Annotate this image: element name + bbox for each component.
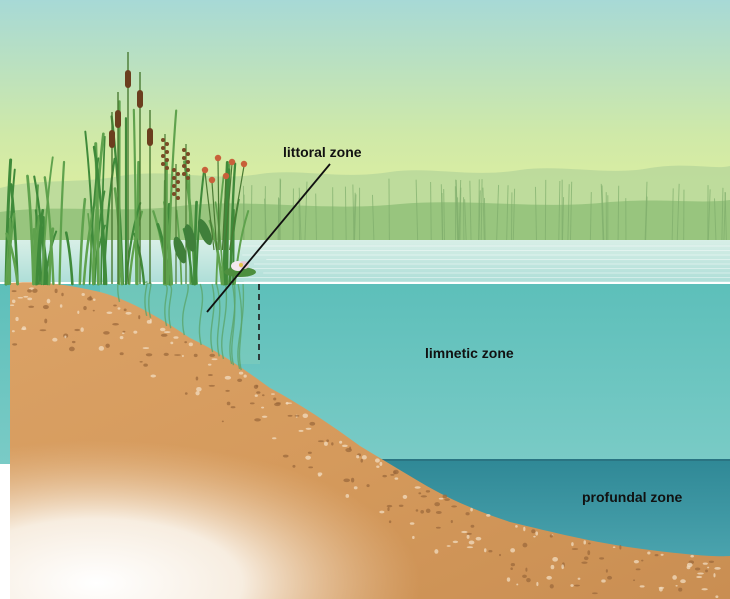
- profundal-zone-label: profundal zone: [582, 489, 682, 505]
- limnetic-zone-label: limnetic zone: [425, 345, 514, 361]
- littoral-zone-label: littoral zone: [283, 144, 362, 160]
